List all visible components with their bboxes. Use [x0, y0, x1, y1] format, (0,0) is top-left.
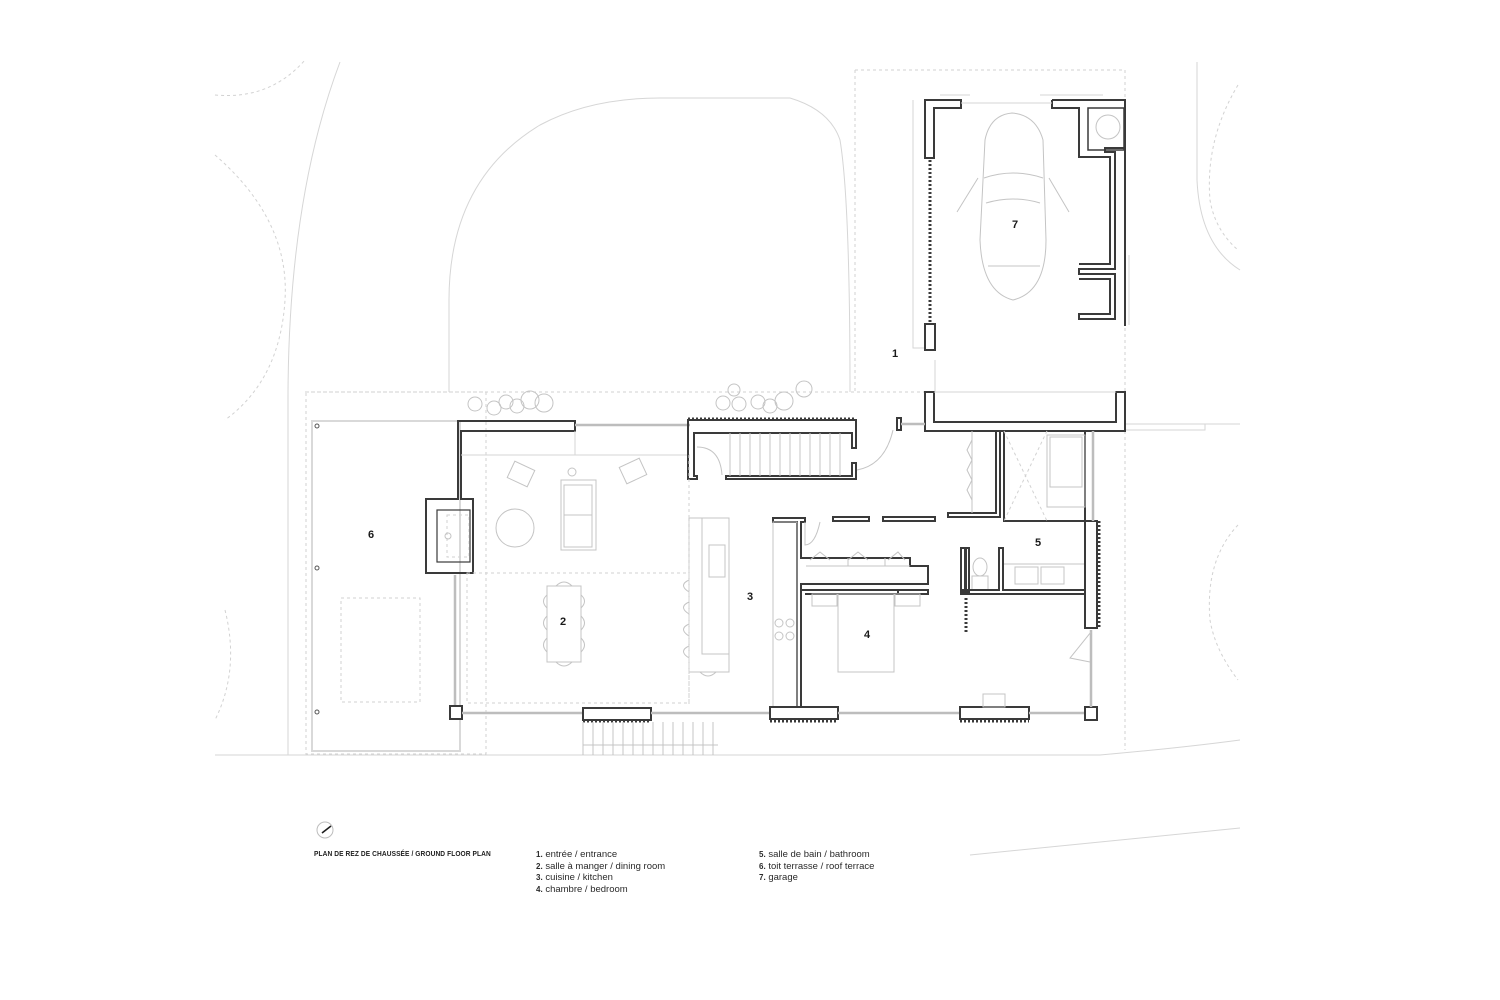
legend-item-bathroom: 5. salle de bain / bathroom — [759, 849, 870, 860]
room-label-bathroom: 5 — [1034, 537, 1042, 549]
legend-item-entrance: 1. entrée / entrance — [536, 849, 618, 860]
legend-item-dining-room: 2. salle à manger / dining room — [536, 860, 666, 872]
legend-item-kitchen: 3. cuisine / kitchen — [536, 872, 613, 884]
drawing-title: PLAN DE REZ DE CHAUSSÉE / GROUND FLOOR P… — [314, 849, 491, 858]
legend-column-1: 1. entrée / entrance 2. salle à manger /… — [536, 849, 665, 895]
main-house — [425, 417, 1101, 755]
room-label-garage: 7 — [1011, 219, 1019, 231]
room-label-roof-terrace: 6 — [367, 529, 375, 541]
room-label-dining-room: 2 — [559, 616, 567, 628]
legend-item-roof-terrace: 6. toit terrasse / roof terrace — [759, 860, 875, 872]
room-label-bedroom: 4 — [863, 629, 871, 641]
room-label-entrance: 1 — [891, 348, 899, 360]
shrubs — [467, 380, 813, 416]
legend-item-bedroom: 4. chambre / bedroom — [536, 883, 628, 895]
garage — [912, 94, 1130, 432]
room-label-kitchen: 3 — [746, 591, 754, 603]
site-linework — [214, 59, 1241, 856]
legend-column-2: 5. salle de bain / bathroom 6. toit terr… — [759, 849, 874, 884]
north-arrow-icon — [316, 821, 334, 839]
legend-item-garage: 7. garage — [759, 872, 798, 884]
